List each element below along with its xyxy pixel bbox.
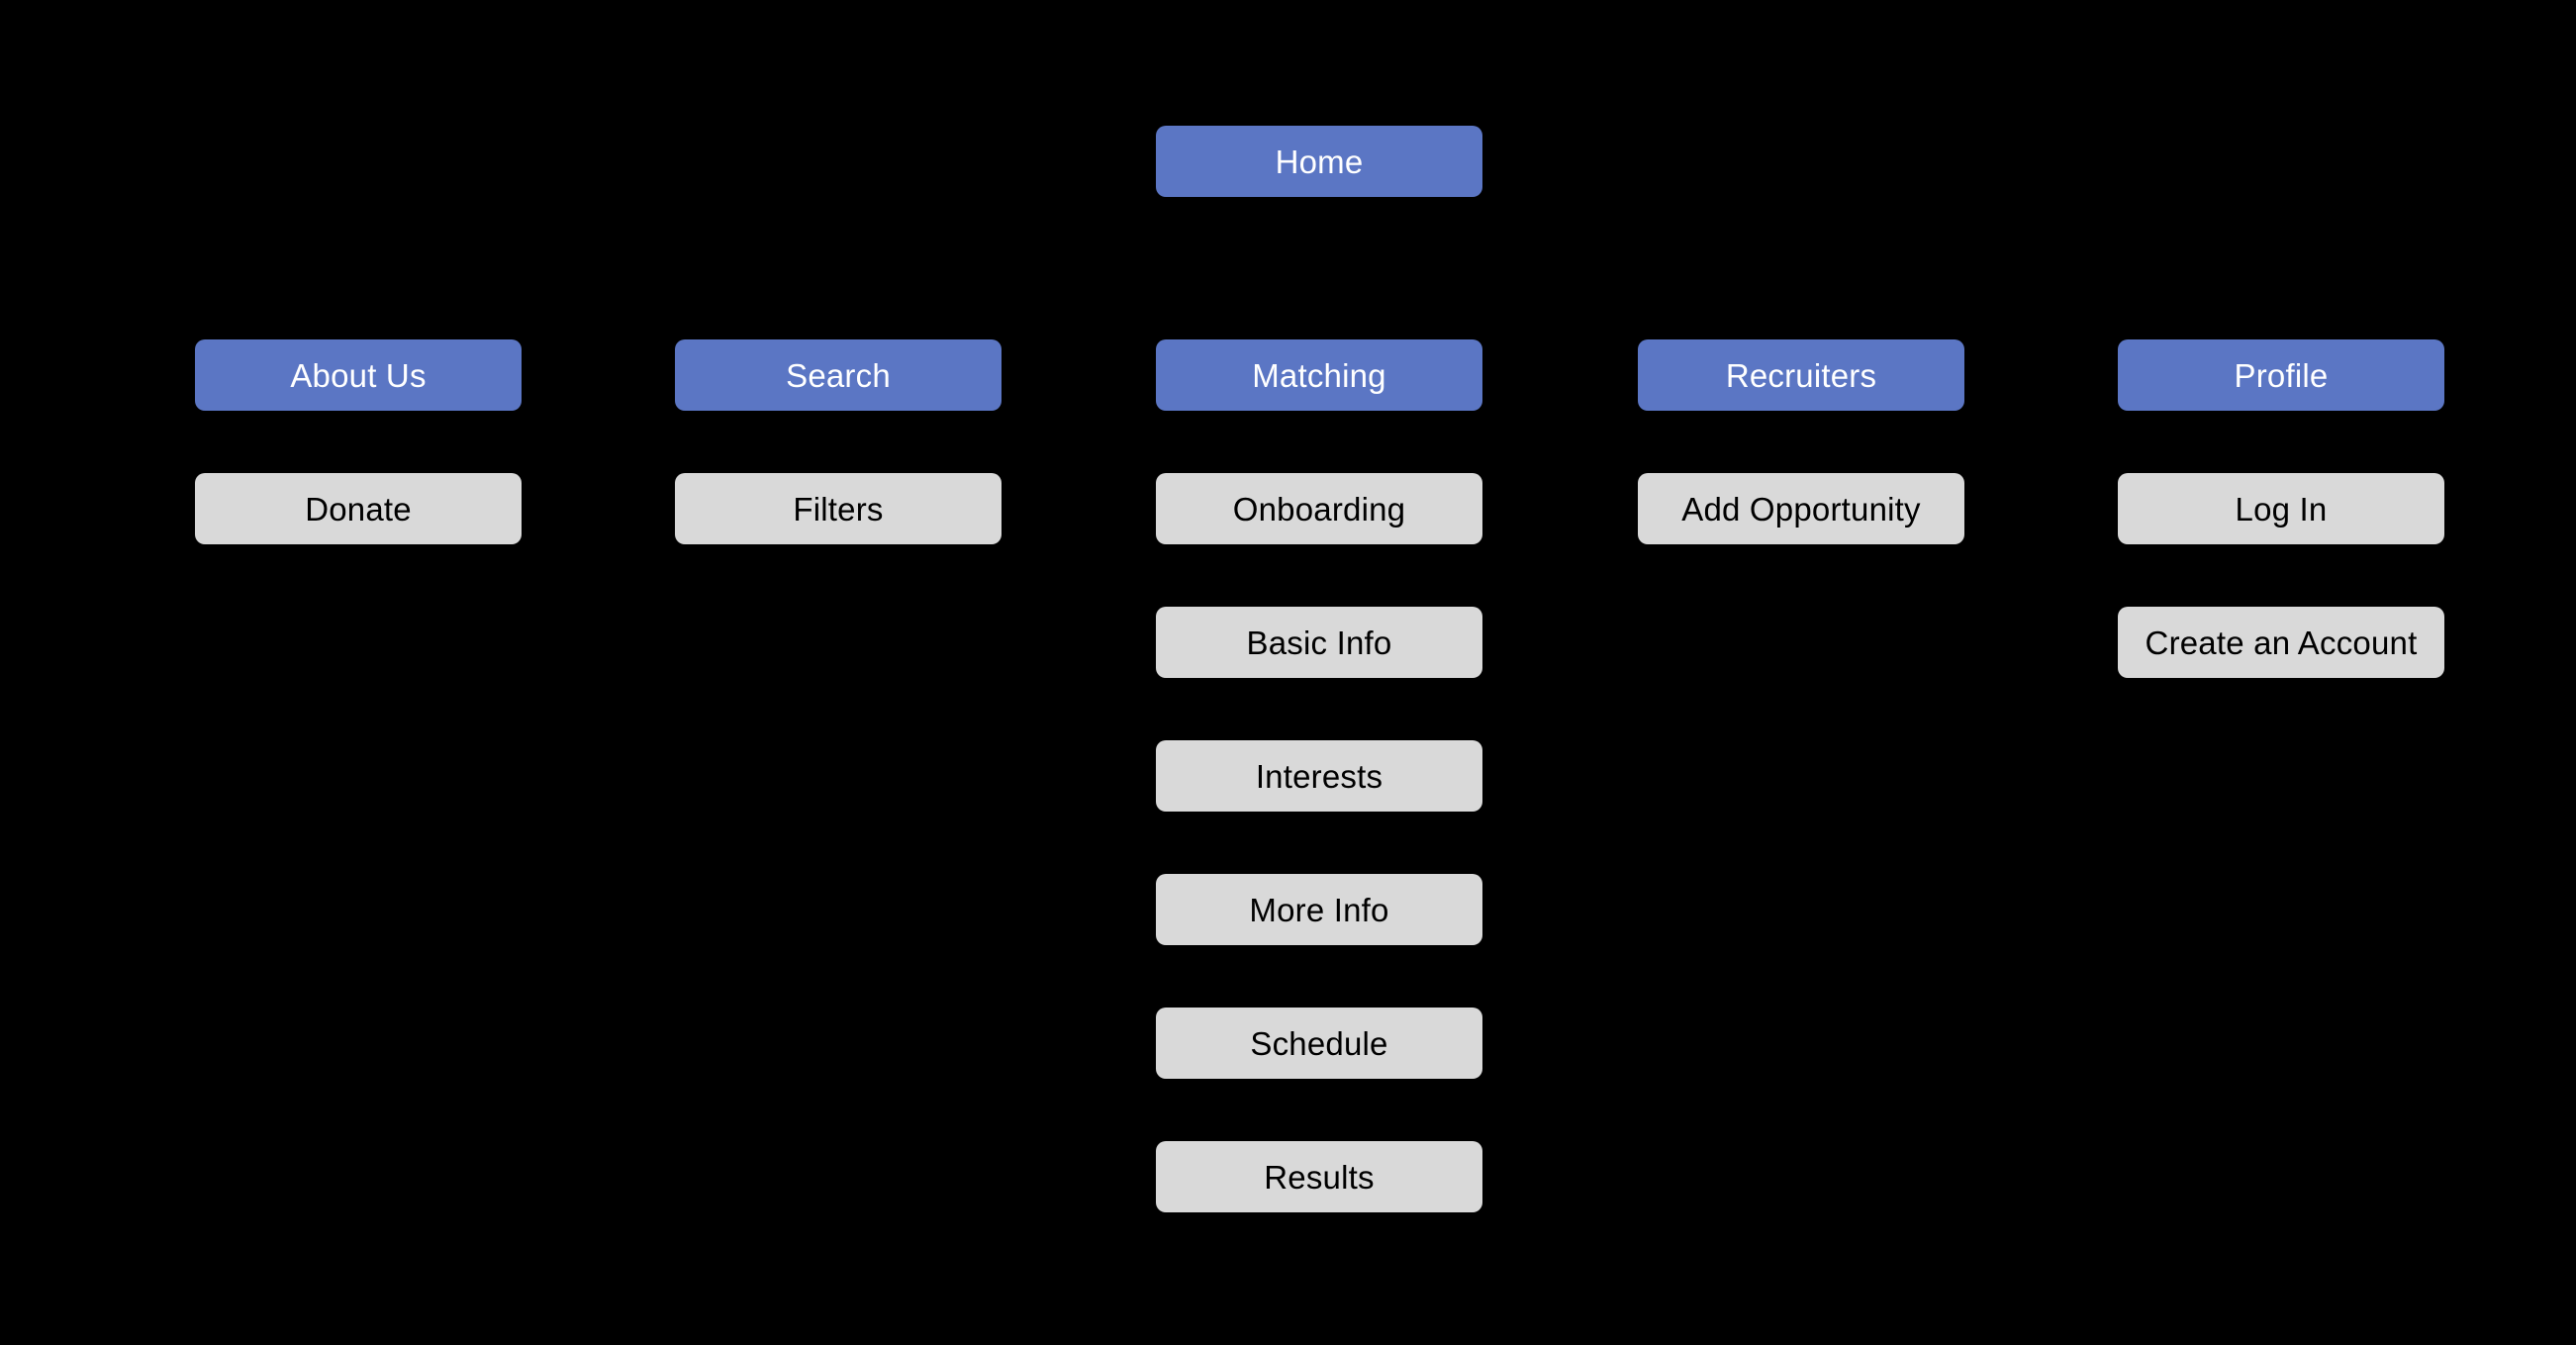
node-basic-info: Basic Info: [1156, 607, 1482, 678]
column-search: Search Filters: [675, 339, 1002, 544]
node-recruiters: Recruiters: [1638, 339, 1964, 411]
column-about-us: About Us Donate: [195, 339, 522, 544]
node-search: Search: [675, 339, 1002, 411]
node-interests: Interests: [1156, 740, 1482, 812]
column-recruiters: Recruiters Add Opportunity: [1638, 339, 1964, 544]
node-about-us: About Us: [195, 339, 522, 411]
column-matching: Matching Onboarding Basic Info Interests…: [1156, 339, 1482, 1212]
node-results: Results: [1156, 1141, 1482, 1212]
node-create-an-account: Create an Account: [2118, 607, 2444, 678]
node-matching: Matching: [1156, 339, 1482, 411]
node-onboarding: Onboarding: [1156, 473, 1482, 544]
node-filters: Filters: [675, 473, 1002, 544]
node-profile: Profile: [2118, 339, 2444, 411]
node-donate: Donate: [195, 473, 522, 544]
node-log-in: Log In: [2118, 473, 2444, 544]
node-add-opportunity: Add Opportunity: [1638, 473, 1964, 544]
node-schedule: Schedule: [1156, 1008, 1482, 1079]
node-home: Home: [1156, 126, 1482, 197]
node-more-info: More Info: [1156, 874, 1482, 945]
column-profile: Profile Log In Create an Account: [2118, 339, 2444, 678]
